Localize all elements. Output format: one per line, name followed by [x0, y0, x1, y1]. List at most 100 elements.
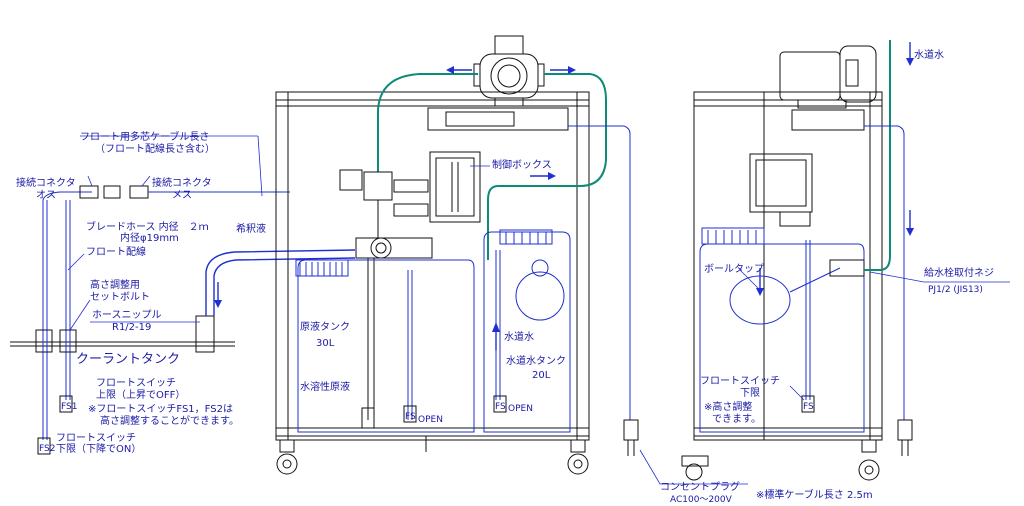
fs1-tag: FS1	[61, 402, 77, 412]
label-tap-water-right: 水道水	[914, 48, 944, 61]
label-tap-tank-cap: 20L	[532, 370, 551, 381]
label-fs-right-sub: 下限	[740, 387, 760, 399]
label-tap-tank: 水道水タンク	[506, 354, 566, 367]
green-pipe-right	[487, 73, 607, 260]
side-view	[681, 40, 1010, 481]
label-coolant-tank: クーラントタンク	[76, 352, 180, 367]
label-faucet-screw-sub: PJ1/2 (JIS13)	[928, 285, 983, 295]
stock-tank	[295, 259, 475, 433]
label-fs-lower-sub: 下限（下降でON）	[56, 442, 141, 455]
leader-fs-right	[789, 385, 805, 401]
tap-water-tank	[483, 229, 571, 433]
side-tank	[699, 227, 865, 433]
float-switch-fs2	[37, 437, 51, 455]
label-inner-dia: 内径φ19mm	[120, 231, 179, 244]
side-arrow-down-head	[756, 288, 764, 296]
label-float-cable: フロート用多芯ケーブル長さ	[80, 130, 209, 143]
label-plug: コンセントプラグ	[660, 480, 740, 493]
label-height-note-sub: できます。	[712, 413, 761, 425]
leader-plug	[639, 449, 748, 485]
leader-wiring	[67, 253, 85, 271]
label-float-wiring: フロート配線	[86, 245, 146, 258]
label-braid-hose: ブレードホース 内径 ２ｍ	[86, 220, 209, 233]
ball-tap-arm	[789, 267, 841, 293]
upper-bracket	[427, 107, 569, 131]
caster-left	[276, 439, 298, 475]
caster-right	[567, 439, 589, 475]
label-conn-female: 接続コネクタ	[152, 176, 212, 189]
label-dilution: 希釈液	[236, 222, 266, 235]
fitting-right	[59, 329, 77, 353]
leader-bolt	[69, 299, 91, 331]
label-fs-upper-sub: 上限（上昇でOFF）	[96, 389, 185, 401]
connector-male	[79, 185, 99, 199]
label-fs-upper: フロートスイッチ	[96, 377, 176, 389]
label-conn-male: 接続コネクタ	[16, 176, 76, 189]
green-pipe-left	[377, 73, 478, 172]
side-control-box	[749, 153, 813, 227]
leader-female	[141, 175, 151, 187]
label-conn-female-sub: メス	[172, 190, 192, 201]
label-float-cable-sub: （フロート配線長さ含む）	[95, 142, 215, 155]
side-caster-left	[681, 455, 709, 481]
label-fs-note: ※フロートスイッチFS1，FS2は	[88, 403, 233, 415]
open-tag-tap: OPEN	[508, 404, 533, 414]
label-height-note: ※高さ調整	[704, 400, 752, 413]
side-power-cord	[864, 125, 905, 420]
side-pump	[779, 45, 877, 109]
fs-tag-stock: FS	[405, 412, 416, 422]
side-frame	[693, 91, 883, 441]
upper-bracket-inner	[445, 111, 515, 127]
arrow-top-right-head	[568, 66, 576, 74]
leader-ball-tap	[739, 269, 761, 291]
label-control-box: 制御ボックス	[492, 158, 552, 171]
label-faucet-screw: 給水栓取付ネジ	[924, 266, 994, 279]
control-box	[429, 151, 481, 223]
label-conn-male-sub: オス	[36, 189, 56, 201]
label-height-bolt-sub: セットボルト	[90, 291, 150, 303]
label-fs-note-sub: 高さ調整することができます。	[100, 414, 239, 427]
pump-top	[473, 35, 545, 107]
fs2-tag: FS2	[39, 444, 55, 454]
float-switch-fs1	[59, 395, 73, 413]
arrow-mid-head	[548, 172, 556, 180]
coolant-tank-section: FS1 FS2	[10, 135, 356, 455]
label-hose-nipple-sub: R1/2-19	[112, 322, 151, 333]
leader-cable-down	[257, 135, 263, 197]
tap-water-arrow-mid-head	[906, 228, 914, 236]
hose-nipple-fitting	[195, 315, 215, 353]
faucet-fitting	[829, 259, 865, 277]
cable-top-curve	[42, 191, 92, 201]
arrow-top-left-head	[446, 66, 454, 74]
label-height-bolt: 高さ調整用	[90, 278, 140, 291]
flow-arrow-down-head	[214, 300, 222, 308]
fs-tag-right: FS	[803, 402, 814, 412]
valve-assembly	[339, 169, 433, 420]
label-fs-lower: フロートスイッチ	[56, 432, 136, 444]
label-plug-voltage: AC100～200V	[670, 495, 733, 505]
leader-male	[87, 175, 93, 187]
label-cable-len: ※標準ケーブル長さ 2.5m	[756, 488, 873, 501]
main-unit	[275, 35, 639, 475]
side-caster-right	[858, 439, 880, 481]
fs-tag-tap: FS	[495, 402, 506, 412]
side-green-pipe	[864, 40, 891, 271]
power-cord-center	[568, 125, 631, 420]
side-plug	[897, 419, 913, 441]
fitting-left	[35, 329, 53, 353]
label-fs-right: フロートスイッチ	[700, 375, 780, 387]
label-hose-nipple: ホースニップル	[92, 309, 162, 321]
label-water-soluble: 水溶性原液	[300, 380, 350, 393]
tap-water-arrow-top-head	[906, 58, 914, 66]
side-bracket	[791, 109, 865, 131]
main-frame	[275, 91, 590, 441]
label-ball-tap: ボールタップ	[704, 263, 764, 275]
plug-center	[623, 419, 639, 441]
label-stock-tank-cap: 30L	[316, 338, 335, 349]
arrow-up-tap-head	[492, 322, 500, 332]
leader-faucet	[869, 271, 1010, 283]
braided-hose-2	[213, 257, 356, 316]
label-stock-tank: 原液タンク	[300, 320, 350, 333]
connector-male-2	[103, 185, 121, 199]
